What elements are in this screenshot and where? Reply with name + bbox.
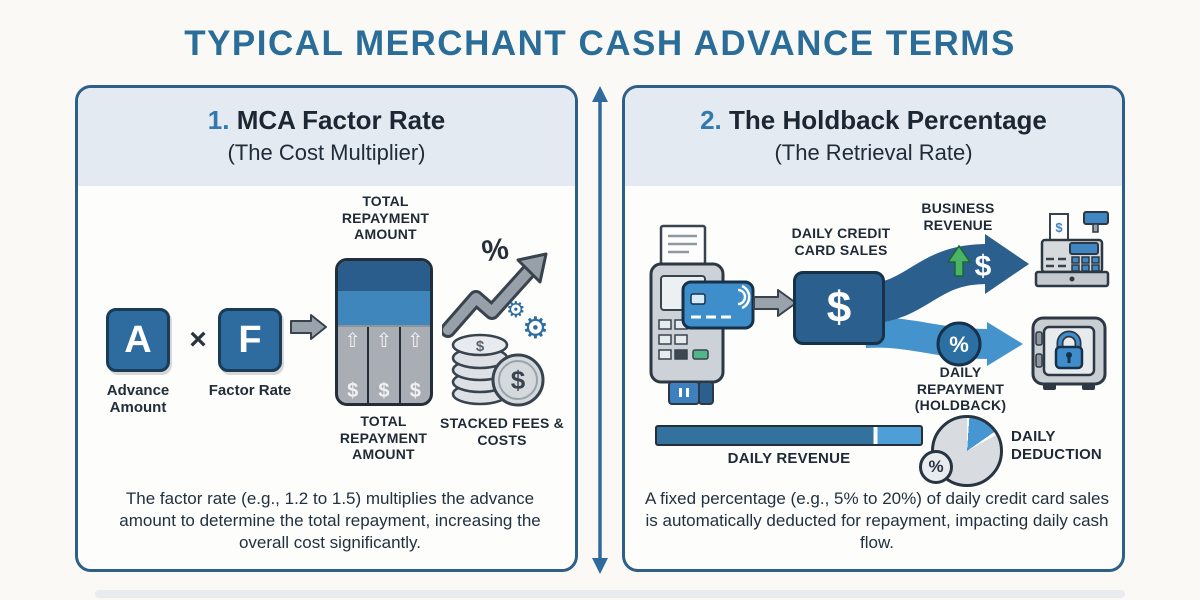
holdback-percent: %	[949, 332, 969, 357]
right-panel-title-text: The Holdback Percentage	[729, 105, 1047, 135]
green-up-arrow-icon	[946, 244, 972, 277]
total-repayment-top-label: TOTAL REPAYMENT AMOUNT	[341, 193, 430, 243]
dollar-glyph: $	[409, 380, 421, 402]
gear-icon: ⚙	[522, 311, 549, 346]
total-repayment-chart: ⇧ $ ⇧ $ ⇧ $	[335, 258, 433, 406]
up-arrow-icon: ⇧	[344, 328, 362, 352]
right-panel-description: A fixed percentage (e.g., 5% to 20%) of …	[645, 489, 1109, 552]
daily-sales-dollar-box: $	[793, 271, 885, 345]
chart-column: ⇧ $	[338, 327, 367, 403]
total-repayment-bottom-label: TOTAL REPAYMENT AMOUNT	[339, 413, 428, 463]
percent-badge-icon: %	[919, 450, 953, 484]
business-revenue-label: BUSINESS REVENUE	[921, 200, 995, 233]
daily-repayment-label: DAILY REPAYMENT (HOLDBACK)	[914, 364, 1007, 414]
gear-icon: ⚙	[506, 298, 526, 323]
advance-amount-square: A	[106, 308, 170, 372]
growth-arrow-icon	[442, 252, 548, 338]
dollar-glyph: $	[347, 380, 359, 402]
daily-sales-label: DAILY CREDIT CARD SALES	[791, 225, 891, 258]
dollar-glyph: $	[378, 380, 390, 402]
flow-branch-arrows: $ %	[865, 234, 1029, 367]
left-panel-subtitle: (The Cost Multiplier)	[227, 140, 426, 165]
panel-holdback-percentage: 2. The Holdback Percentage (The Retrieva…	[622, 85, 1125, 572]
register-dollar: $	[1055, 220, 1063, 235]
left-panel-header: 1. MCA Factor Rate (The Cost Multiplier)	[78, 88, 575, 186]
up-arrow-icon: ⇧	[375, 328, 393, 352]
vertical-double-arrow-icon	[592, 86, 608, 574]
right-arrow-icon	[290, 314, 327, 340]
up-arrow-icon: ⇧	[406, 328, 424, 352]
right-arrow-icon	[753, 289, 797, 317]
chart-dark-band	[338, 261, 430, 291]
coin-dollar: $	[511, 365, 526, 395]
bottom-accent-bar	[95, 590, 1125, 598]
multiply-sign: ×	[189, 323, 207, 356]
daily-revenue-bar	[655, 425, 923, 446]
stacked-coins-icon: $ $	[451, 333, 545, 407]
right-panel-subtitle: (The Retrieval Rate)	[774, 140, 973, 165]
chart-mid-band	[338, 291, 430, 327]
right-panel-header: 2. The Holdback Percentage (The Retrieva…	[625, 88, 1122, 186]
advance-amount-label: Advance Amount	[106, 382, 170, 417]
panel-mca-factor-rate: 1. MCA Factor Rate (The Cost Multiplier)…	[75, 85, 578, 572]
factor-rate-square: F	[218, 308, 282, 372]
right-panel-number: 2.	[700, 105, 722, 135]
factor-rate-label: Factor Rate	[208, 382, 292, 399]
left-panel-title: 1. MCA Factor Rate	[78, 105, 575, 136]
stacked-fees-label: STACKED FEES & COSTS	[440, 415, 564, 448]
dollar-glyph: $	[826, 283, 852, 332]
daily-deduction-label: DAILY DEDUCTION	[1011, 428, 1102, 463]
coin-dollar: $	[476, 338, 485, 355]
factor-letter: F	[238, 318, 262, 361]
chart-column: ⇧ $	[367, 327, 398, 403]
left-panel-title-text: MCA Factor Rate	[236, 105, 446, 135]
chart-column: ⇧ $	[398, 327, 430, 403]
cash-register-icon: $	[1034, 211, 1110, 288]
advance-letter: A	[124, 318, 152, 361]
card-terminal-icon	[649, 224, 755, 405]
left-panel-description: The factor rate (e.g., 1.2 to 1.5) multi…	[119, 489, 541, 552]
left-panel-number: 1.	[207, 105, 230, 135]
right-panel-title: 2. The Holdback Percentage	[625, 105, 1122, 136]
credit-card-icon	[681, 280, 755, 330]
page-title: TYPICAL MERCHANT CASH ADVANCE TERMS	[184, 24, 1016, 63]
safe-vault-icon	[1031, 316, 1107, 390]
percent-badge-icon	[936, 321, 982, 367]
percent-glyph: %	[928, 457, 944, 476]
revenue-dollar: $	[975, 250, 992, 283]
daily-revenue-label: DAILY REVENUE	[727, 450, 851, 467]
